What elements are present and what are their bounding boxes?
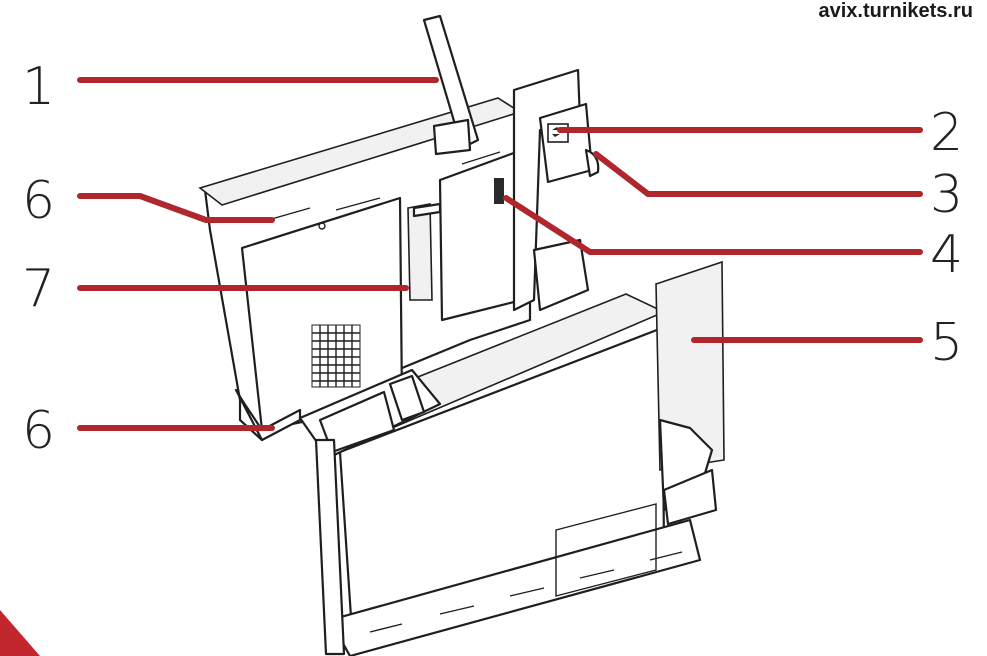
speaker-grille xyxy=(311,324,361,388)
callout-number-5: 5 xyxy=(930,313,963,373)
corner-triangle xyxy=(0,610,40,656)
callout-number-4: 4 xyxy=(930,225,963,285)
callout-number-2: 2 xyxy=(930,103,963,163)
callout-number-3: 3 xyxy=(930,165,963,225)
website-label: avix.turnikets.ru xyxy=(818,0,973,22)
callout-number-6-top: 6 xyxy=(22,171,55,231)
callout-number-6-bottom: 6 xyxy=(22,401,55,461)
leader-line-4 xyxy=(503,195,923,255)
leader-line-3 xyxy=(593,151,923,197)
leader-lines xyxy=(77,77,923,431)
front-cabinet xyxy=(298,260,725,656)
rear-cabinet xyxy=(198,14,600,442)
callout-number-7: 7 xyxy=(22,259,55,319)
callout-number-1: 1 xyxy=(22,57,55,117)
leader-line-6-top xyxy=(77,193,275,223)
callout-numbers: 1 2 3 4 5 6 7 6 xyxy=(22,57,963,461)
